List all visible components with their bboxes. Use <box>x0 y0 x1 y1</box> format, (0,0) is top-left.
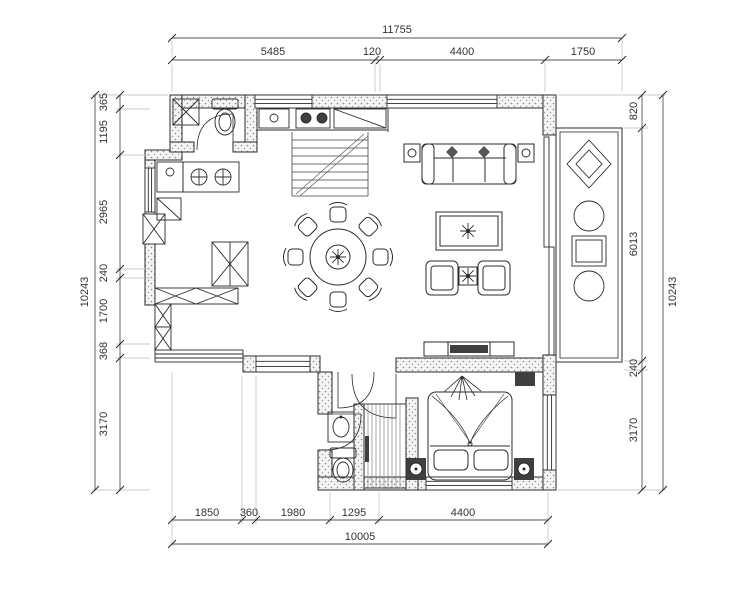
tv <box>450 345 488 353</box>
burner-2 <box>214 168 232 186</box>
sofa-pillow-1 <box>446 146 458 158</box>
shaft-left-lower <box>154 303 172 351</box>
kitchen-cabinet <box>156 197 182 221</box>
window-top-left <box>254 94 313 109</box>
armchair-right <box>477 260 511 296</box>
dim-bottom-seg-1: 360 <box>240 507 258 519</box>
witness-lines <box>92 40 666 546</box>
flue-box-kitchen <box>142 213 166 245</box>
dim-right-total: 10243 <box>667 277 679 308</box>
dim-bottom-seg-0: 1850 <box>195 507 219 519</box>
window-kitchen-left <box>144 167 156 213</box>
door-bathroom <box>324 413 362 451</box>
dim-bottom-seg-3: 1295 <box>342 507 366 519</box>
kitchen-hob <box>182 161 240 193</box>
balcony <box>543 127 623 363</box>
dim-top-seg-0: 5485 <box>261 46 285 58</box>
tv-cabinet <box>423 341 515 357</box>
dim-left-seg-1: 1195 <box>98 120 110 144</box>
window-hall-lower <box>255 355 311 373</box>
nightstand-left <box>406 458 426 480</box>
window-bedroom-bottom <box>425 476 513 491</box>
shower-tray <box>172 98 200 126</box>
dim-left-seg-6: 3170 <box>98 412 110 436</box>
planter-circle-2 <box>573 270 605 302</box>
dim-right-seg-0: 820 <box>628 102 640 120</box>
burner-1 <box>190 168 208 186</box>
planter-circle-1 <box>573 200 605 232</box>
nightstand-right <box>514 458 534 480</box>
cabinet-unit <box>333 108 387 129</box>
dim-right-seg-2: 240 <box>628 359 640 377</box>
bathroom-topleft <box>172 98 239 136</box>
dim-bottom-total: 10005 <box>345 531 376 543</box>
dim-left-seg-4: 1700 <box>98 299 110 323</box>
washbasin <box>327 411 355 443</box>
dim-top-seg-1: 120 <box>363 46 381 58</box>
toilet-bottom <box>329 447 357 483</box>
windows <box>144 94 557 491</box>
kitchen-annex-counter <box>257 108 389 132</box>
dining-set <box>283 202 393 312</box>
bedroom <box>406 372 535 481</box>
wardrobe-handle <box>365 436 369 462</box>
armchair-left <box>425 260 459 296</box>
ceiling-lamp-rays <box>443 375 482 401</box>
dim-left-seg-0: 365 <box>98 93 110 111</box>
stove-unit <box>295 108 331 129</box>
toilet-topleft <box>211 98 239 136</box>
dim-right-seg-1: 6013 <box>628 232 640 256</box>
ac-unit <box>515 372 535 386</box>
sofa-side-table-right <box>517 143 535 163</box>
sofa-side-table-left <box>403 143 421 163</box>
pillow-left <box>433 449 469 471</box>
window-bedroom-right <box>542 394 557 471</box>
table-centerpiece <box>329 248 347 266</box>
wardrobe <box>363 403 407 489</box>
dimension-labels: 11755 5485 120 4400 1750 1850 360 1980 1… <box>79 24 679 543</box>
stool-square <box>571 235 607 267</box>
kitchen <box>156 161 249 287</box>
armchair-table <box>458 266 478 286</box>
sofa <box>421 143 517 185</box>
sink-unit <box>258 108 290 129</box>
dim-left-seg-5: 368 <box>98 342 110 360</box>
sill-box-kitchen-bottom <box>154 287 239 305</box>
stairs <box>291 132 369 197</box>
living-room <box>403 143 535 357</box>
shaft-boxes <box>142 213 239 351</box>
door-hall <box>337 371 375 409</box>
dim-left-seg-2: 2965 <box>98 200 110 224</box>
window-hall-left <box>154 349 244 363</box>
dim-top-seg-2: 4400 <box>450 46 474 58</box>
balcony-items <box>566 139 612 302</box>
dim-bottom-seg-4: 4400 <box>451 507 475 519</box>
dim-right-seg-3: 3170 <box>628 418 640 442</box>
window-top-living <box>386 94 498 109</box>
fridge <box>211 241 249 287</box>
pillow-right <box>473 449 509 471</box>
bathroom-bottom <box>327 403 407 489</box>
dim-bottom-seg-2: 1980 <box>281 507 305 519</box>
dimension-lines <box>90 33 668 549</box>
dim-top-seg-3: 1750 <box>571 46 595 58</box>
balcony-sliding-door <box>543 136 555 356</box>
dim-left-total: 10243 <box>79 277 91 308</box>
dining-table <box>309 228 367 286</box>
bed <box>427 391 513 481</box>
door-wc-topleft <box>196 113 234 151</box>
kitchen-sink <box>156 161 184 193</box>
planter-diamond <box>566 139 612 189</box>
dim-top-total: 11755 <box>382 24 412 36</box>
dim-left-seg-3: 240 <box>98 264 110 282</box>
coffee-table <box>435 211 503 251</box>
sofa-pillow-2 <box>478 146 490 158</box>
